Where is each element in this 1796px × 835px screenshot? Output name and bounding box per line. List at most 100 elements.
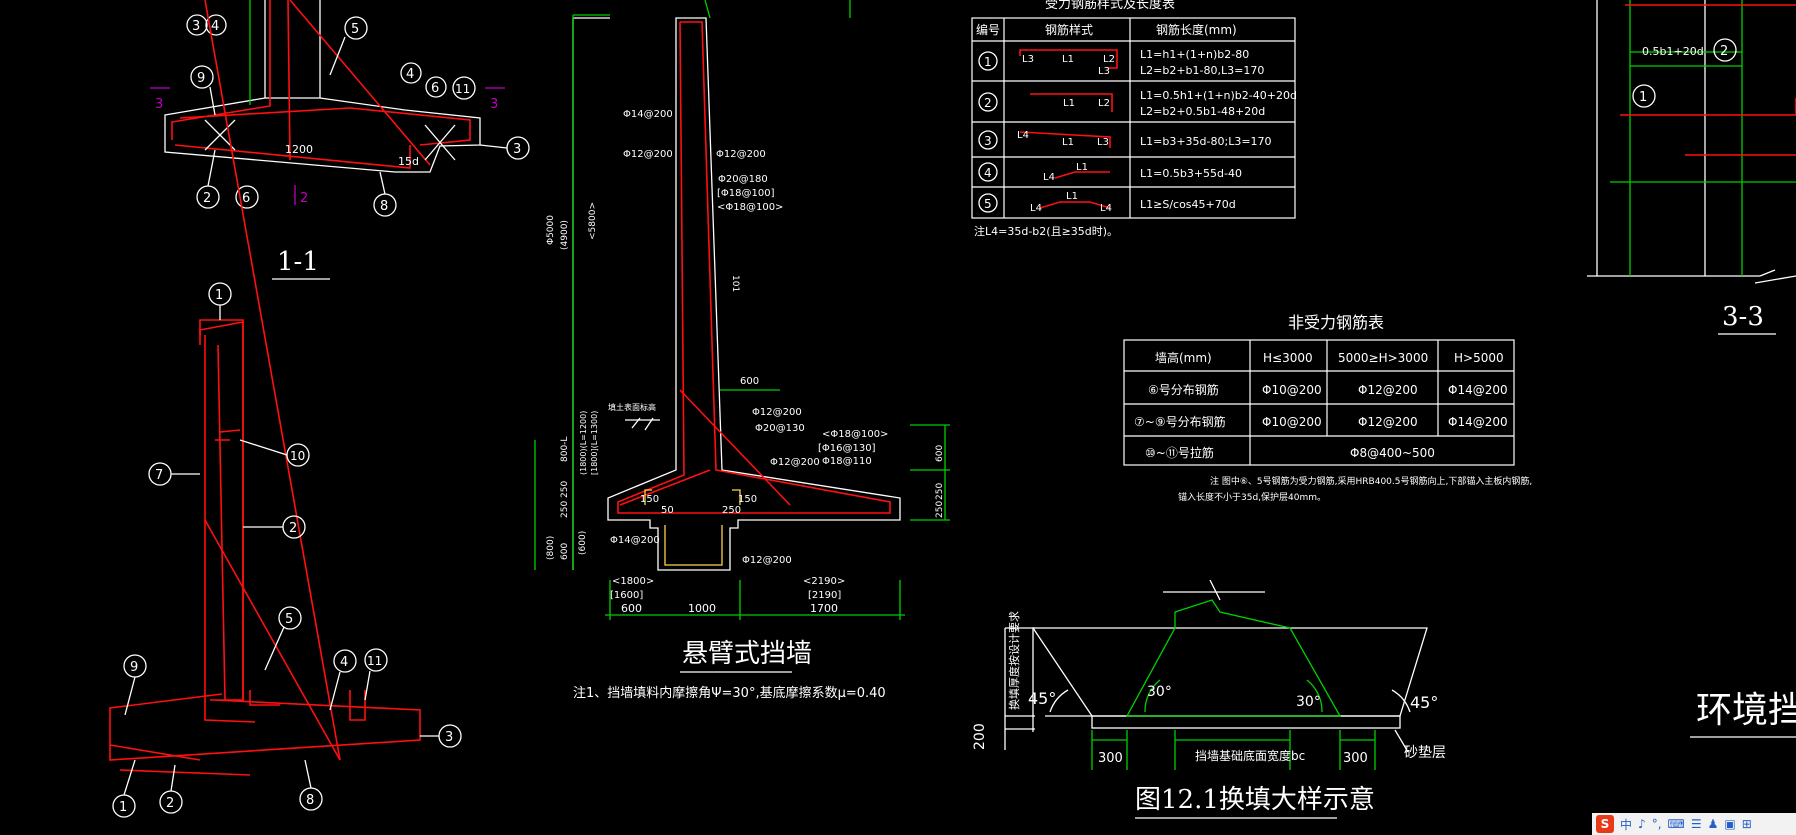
ime-punct-icon[interactable]: °,	[1651, 817, 1662, 831]
svg-text:H>5000: H>5000	[1454, 351, 1504, 365]
svg-text:L1: L1	[1063, 98, 1075, 109]
rebar-label-6: Φ12@200	[752, 407, 802, 418]
main-bar	[199, 321, 256, 723]
shape-2	[1030, 93, 1113, 112]
svg-text:L3: L3	[1098, 66, 1110, 77]
svg-text:Φ14@200: Φ14@200	[1448, 415, 1508, 429]
svg-text:L1=b3+35d-80;L3=170: L1=b3+35d-80;L3=170	[1140, 135, 1272, 148]
svg-text:5: 5	[285, 612, 293, 627]
svg-text:3: 3	[513, 142, 521, 157]
wall-diag-rebar	[679, 389, 791, 506]
rebar-label-1: Φ12@200	[623, 149, 673, 160]
svg-text:4: 4	[406, 67, 414, 82]
dim-1200: 1200	[285, 143, 313, 156]
svg-text:6: 6	[242, 191, 250, 206]
diagonal-rebar	[289, 0, 431, 166]
marker-3-left: 3	[155, 97, 163, 112]
replace-title: 图12.1换填大样示意	[1135, 785, 1375, 815]
svg-text:1: 1	[1639, 90, 1647, 105]
ime-keyboard-icon[interactable]: ⌨	[1667, 817, 1685, 831]
table1-header-shape: 钢筋样式	[1045, 22, 1093, 37]
svg-text:11: 11	[455, 82, 470, 96]
right-drawing-title: 环境挡墙层	[1696, 690, 1796, 731]
ime-user-icon[interactable]: ♟	[1707, 817, 1719, 831]
svg-text:L1: L1	[1062, 137, 1074, 148]
svg-text:Φ8@400~500: Φ8@400~500	[1350, 446, 1435, 460]
svg-text:3: 3	[984, 134, 992, 148]
rebar-set	[109, 319, 421, 776]
svg-text:L4: L4	[1043, 172, 1055, 183]
ime-moon-icon[interactable]: ♪	[1638, 817, 1646, 831]
svg-text:600: 600	[935, 445, 945, 462]
cross-mark	[424, 124, 456, 161]
rebar-label-13: Φ12@200	[742, 555, 792, 566]
section-3-3-title: 3-3	[1722, 302, 1764, 332]
svg-text:5: 5	[984, 197, 992, 211]
angle-45-left: 45°	[1028, 689, 1056, 708]
rebar-elevation: 1 10 7 2 5 9 4 11 3 1 2 8	[109, 0, 462, 818]
base-width-label: 挡墙基础底面宽度bc	[1195, 748, 1305, 763]
svg-text:8: 8	[306, 793, 314, 808]
svg-text:L4: L4	[1100, 203, 1112, 214]
angle-30-right: 30°	[1296, 694, 1321, 710]
svg-text:L4: L4	[1017, 130, 1029, 141]
svg-text:L1: L1	[1062, 54, 1074, 65]
svg-text:250: 250	[722, 505, 741, 516]
footing-outline	[1125, 599, 1342, 717]
svg-text:150: 150	[640, 494, 659, 505]
svg-text:Φ12@200: Φ12@200	[1358, 383, 1418, 397]
key-hooks	[644, 489, 741, 505]
rebar-label-2: Φ12@200	[716, 149, 766, 160]
svg-text:Φ10@200: Φ10@200	[1262, 383, 1322, 397]
svg-text:L2=b2+b1-80,L3=170: L2=b2+b1-80,L3=170	[1140, 64, 1264, 77]
ime-grid-icon[interactable]: ⊞	[1741, 817, 1752, 831]
horizontal-dimensions: 600 150 50 250 150	[640, 376, 759, 516]
svg-text:[1600]: [1600]	[610, 590, 643, 601]
svg-text:3: 3	[445, 730, 453, 745]
shape-3	[1019, 131, 1111, 148]
table1-header-no: 编号	[976, 22, 1000, 37]
svg-text:L1=h1+(1+n)b2-80: L1=h1+(1+n)b2-80	[1140, 48, 1249, 61]
rebar-lines	[171, 0, 471, 169]
svg-text:4: 4	[984, 166, 992, 180]
balloons-elevation: 1 10 7 2 5 9 4 11 3 1 2 8	[112, 282, 462, 818]
shape-4	[1054, 171, 1110, 179]
svg-text:800-L: 800-L	[560, 437, 570, 462]
ime-taskbar[interactable]: S 中 ♪ °, ⌨ ☰ ♟ ▣ ⊞	[1592, 813, 1796, 835]
wall-rebar-outline	[617, 21, 891, 514]
svg-text:(800): (800)	[546, 536, 556, 560]
wall-outline	[607, 17, 901, 571]
angle-arc-right	[1391, 689, 1411, 713]
svg-text:600: 600	[740, 376, 759, 387]
svg-text:101: 101	[730, 275, 740, 292]
svg-text:(4900): (4900)	[560, 220, 570, 250]
ime-menu-icon[interactable]: ☰	[1690, 817, 1702, 831]
wall-title: 悬臂式挡墙	[682, 639, 812, 669]
svg-text:<5800>: <5800>	[588, 202, 598, 240]
rebar-label-10: Φ18@110	[822, 456, 872, 467]
svg-text:L4: L4	[1030, 203, 1042, 214]
table1-note: 注L4=35d-b2(且≥35d时)。	[974, 224, 1118, 238]
angle-30-left: 30°	[1147, 684, 1172, 700]
diag-bar-5	[204, 519, 341, 761]
svg-text:600: 600	[621, 602, 642, 615]
key-rebar	[664, 525, 723, 566]
heel-rebar	[619, 469, 711, 506]
svg-text:2: 2	[166, 796, 174, 811]
svg-text:<1800>: <1800>	[612, 576, 654, 587]
svg-text:H≤3000: H≤3000	[1263, 351, 1313, 365]
svg-text:[2190]: [2190]	[808, 590, 841, 601]
angle-arc-inner-left	[1144, 679, 1161, 713]
svg-text:50: 50	[661, 505, 674, 516]
svg-text:⑩~⑪号拉筋: ⑩~⑪号拉筋	[1145, 445, 1214, 460]
rebar-3-3	[1620, 4, 1796, 156]
svg-text:⑦~⑨号分布钢筋: ⑦~⑨号分布钢筋	[1134, 414, 1226, 429]
ime-skin-icon[interactable]: ▣	[1724, 817, 1736, 831]
sogou-ime-icon[interactable]: S	[1596, 815, 1614, 833]
table2-note-2: 锚入长度不小于35d,保护层40mm。	[1178, 491, 1326, 503]
ime-lang-toggle[interactable]: 中	[1620, 817, 1633, 832]
svg-text:L1=0.5b3+55d-40: L1=0.5b3+55d-40	[1140, 167, 1242, 180]
svg-text:250: 250	[935, 501, 945, 518]
svg-text:2: 2	[203, 191, 211, 206]
